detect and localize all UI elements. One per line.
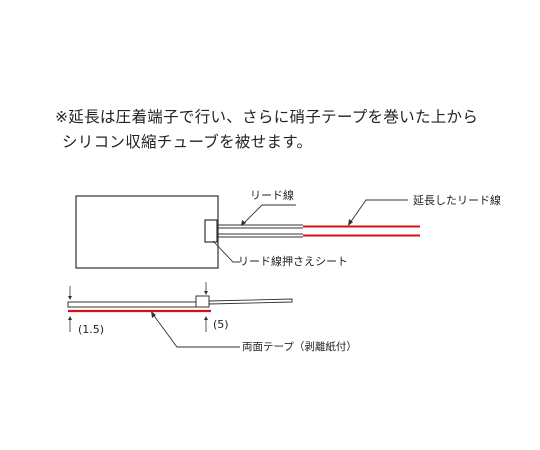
callout-lead-wire <box>242 204 296 225</box>
label-dim-left: (1.5) <box>78 323 104 336</box>
dim-arrow-right-top-head <box>204 291 208 295</box>
label-holder-sheet: リード線押さえシート <box>238 254 348 268</box>
callout-extended <box>349 199 408 224</box>
callout-double-sided-tape <box>151 312 240 348</box>
dim-arrow-left-bottom-head <box>68 316 72 320</box>
lead-holder-sheet <box>204 219 218 243</box>
callout-extended-arrow <box>348 219 353 226</box>
label-extended-lead-wire: 延長したリード線 <box>413 193 501 207</box>
label-double-sided-tape: 両面テープ（剥離紙付） <box>242 340 357 353</box>
note-line-2: シリコン収縮チューブを被せます。 <box>62 133 313 151</box>
note-line-1: ※延長は圧着端子で行い、さらに硝子テープを巻いた上から <box>55 108 479 126</box>
side-lead-wire <box>208 298 293 305</box>
dim-arrow-right-bottom-head <box>204 316 208 320</box>
callout-holder-sheet <box>212 240 240 263</box>
side-heater-plate <box>67 301 205 308</box>
callout-tape-arrow <box>151 311 156 318</box>
heater-body <box>75 195 219 269</box>
side-holder-sheet <box>195 295 210 308</box>
label-dim-right: (5) <box>213 318 229 331</box>
dim-arrow-left-top-head <box>68 296 72 300</box>
callout-lead-wire-arrow <box>241 220 246 226</box>
label-lead-wire: リード線 <box>250 188 294 202</box>
